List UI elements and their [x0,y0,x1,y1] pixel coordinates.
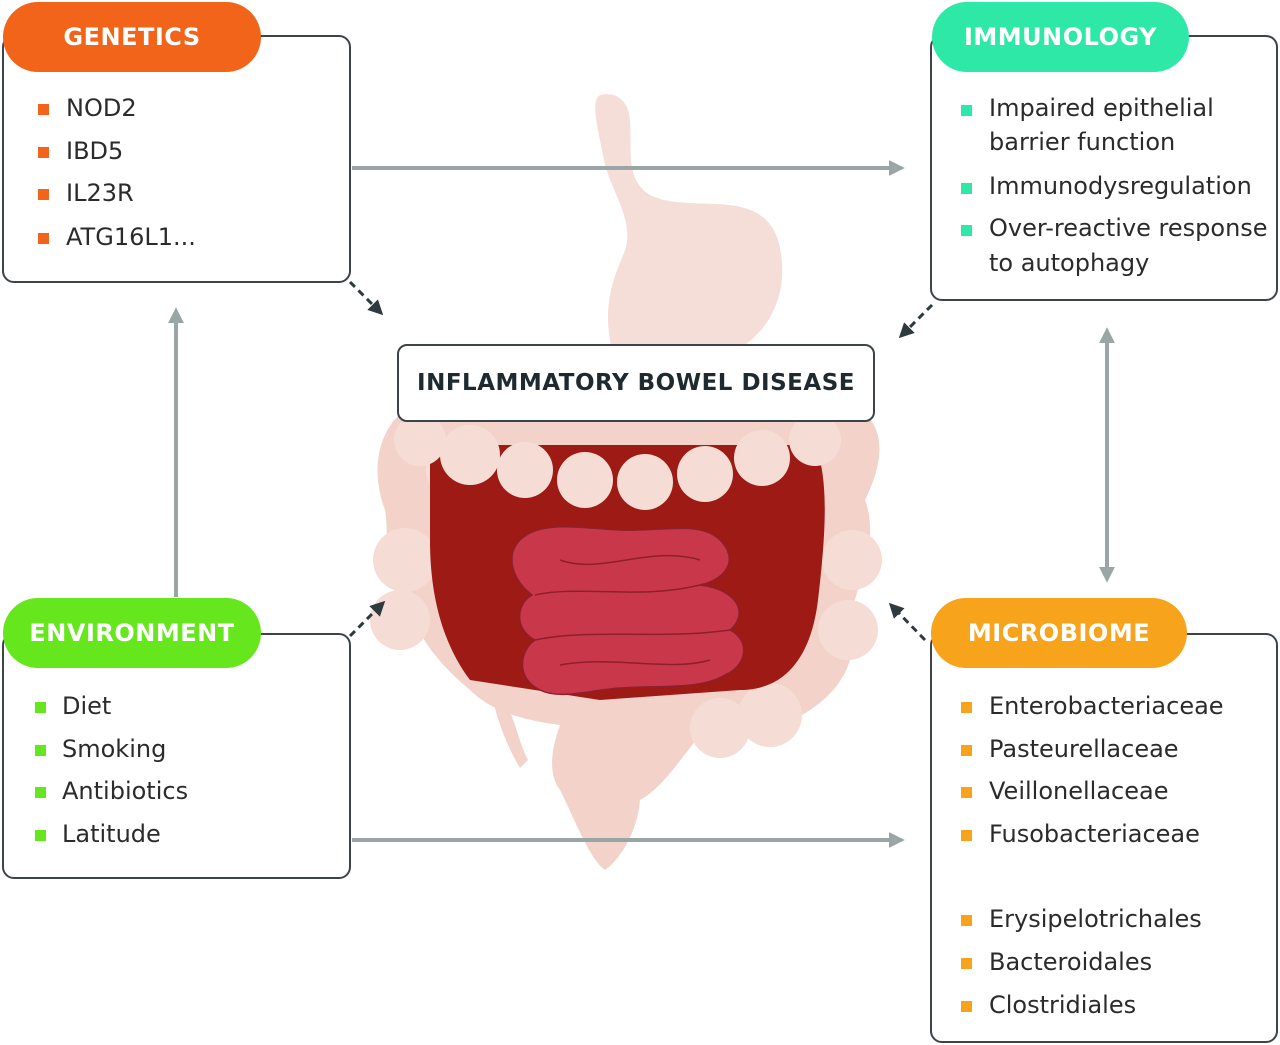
bullet-icon [961,787,972,798]
bullet-icon [38,233,49,244]
environment-to-ibd-arrow [348,600,386,638]
immunology-item: Impaired epithelial [989,94,1214,122]
immunology-item: barrier function [989,128,1176,156]
microbiome-item: Veillonellaceae [989,777,1169,805]
immunology-panel [930,35,1278,301]
immunology-item: Immunodysregulation [989,172,1252,200]
immunology-item: to autophagy [989,249,1150,277]
bullet-icon [961,1001,972,1012]
bullet-icon [35,830,46,841]
microbiome-item: Bacteroidales [989,948,1153,976]
stomach-illustration [595,94,783,350]
genetics-heading: GENETICS [3,2,261,72]
environment-panel [2,633,351,879]
environment-heading: ENVIRONMENT [3,598,261,668]
genetics-item: IBD5 [66,137,124,165]
genetics-to-ibd-arrow [348,280,384,316]
immunology-heading: IMMUNOLOGY [932,2,1189,72]
bullet-icon [35,745,46,756]
bullet-icon [961,958,972,969]
bullet-icon [35,787,46,798]
immunology-item: Over-reactive response [989,214,1268,242]
environment-item: Antibiotics [62,777,189,805]
immunology-to-ibd-arrow [898,303,934,339]
environment-item: Smoking [62,735,167,763]
bullet-icon [961,830,972,841]
bullet-icon [961,225,972,236]
bullet-icon [35,702,46,713]
bullet-icon [961,915,972,926]
bullet-icon [38,147,49,158]
bullet-icon [38,189,49,200]
microbiome-to-ibd-arrow [888,602,927,642]
genetics-item: IL23R [66,179,134,207]
microbiome-item: Fusobacteriaceae [989,820,1200,848]
environment-item: Diet [62,692,112,720]
microbiome-item: Clostridiales [989,991,1137,1019]
bullet-icon [961,745,972,756]
microbiome-panel [930,633,1278,1043]
bullet-icon [961,105,972,116]
small-intestine-illustration [511,525,745,696]
genetics-item: ATG16L1... [66,223,196,251]
bullet-icon [38,104,49,115]
bullet-icon [961,702,972,713]
microbiome-item: Enterobacteriaceae [989,692,1224,720]
genetics-item: NOD2 [66,94,137,122]
microbiome-heading: MICROBIOME [931,598,1187,668]
genetics-panel [2,35,351,283]
microbiome-item: Erysipelotrichales [989,905,1202,933]
ibd-title: INFLAMMATORY BOWEL DISEASE [397,344,875,422]
environment-item: Latitude [62,820,161,848]
microbiome-item: Pasteurellaceae [989,735,1179,763]
bullet-icon [961,183,972,194]
